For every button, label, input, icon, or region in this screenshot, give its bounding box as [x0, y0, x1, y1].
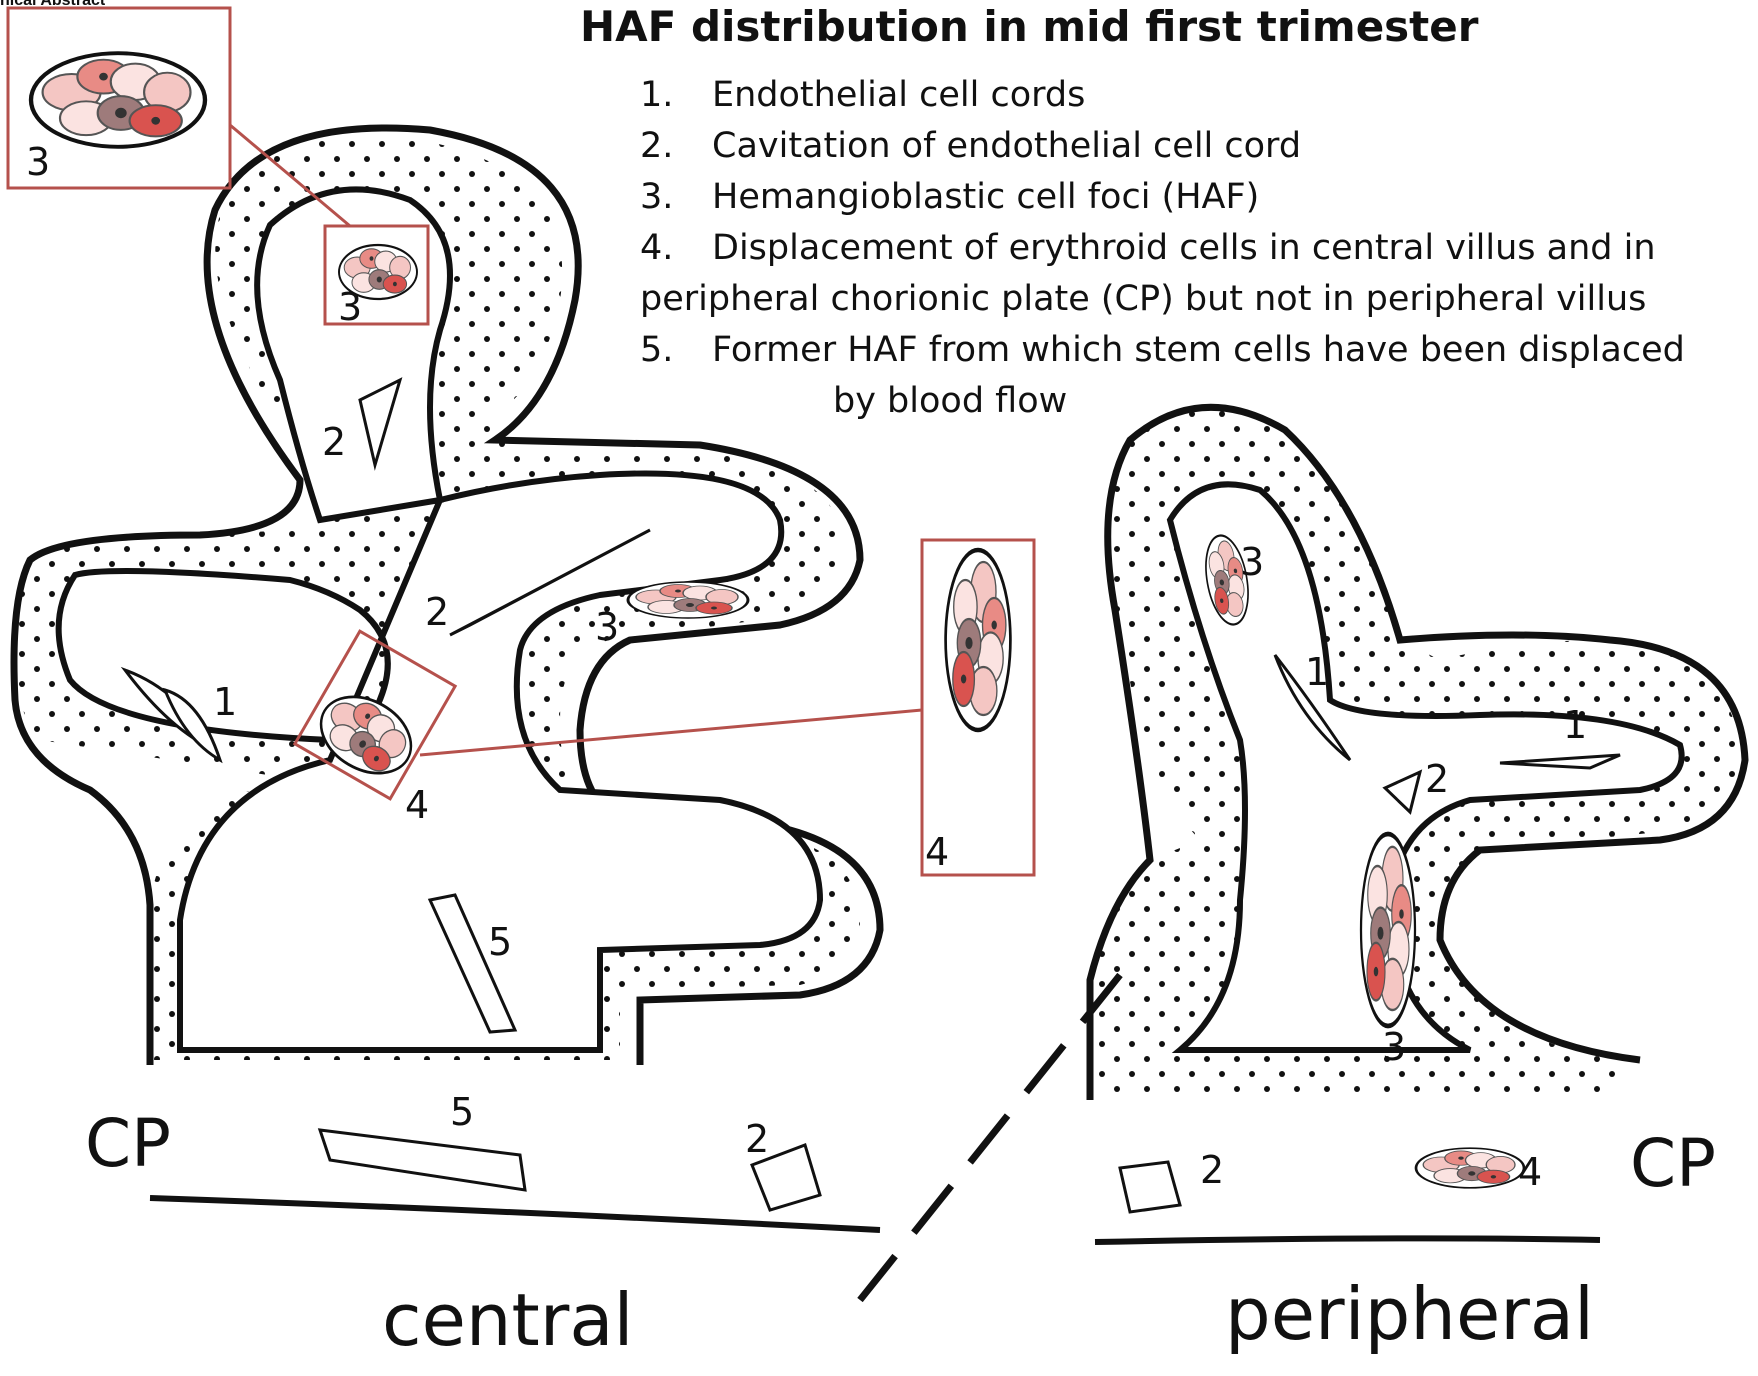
haf-cluster-peripheral-cp [1416, 1148, 1524, 1188]
label-central-former-stem: 5 [488, 920, 512, 964]
label-peripheral-cord-left: 1 [1305, 650, 1329, 694]
legend: 1.Endothelial cell cords 2.Cavitation of… [640, 70, 1685, 427]
legend-item-1: 1.Endothelial cell cords [640, 70, 1685, 121]
cutoff-header-text: hical Abstract [0, 0, 105, 10]
label-peripheral-haf-stem: 3 [1382, 1025, 1406, 1069]
diagram-title: HAF distribution in mid first trimester [580, 2, 1478, 51]
legend-item-4: 4.Displacement of erythroid cells in cen… [640, 223, 1685, 274]
legend-item-3: 3.Hemangioblastic cell foci (HAF) [640, 172, 1685, 223]
haf-cluster-inset-top [31, 53, 205, 147]
label-central-disp: 4 [405, 783, 429, 827]
label-peripheral-cav: 2 [1425, 757, 1449, 801]
cp-label-peripheral: CP [1630, 1125, 1716, 1202]
region-label-peripheral: peripheral [1225, 1272, 1594, 1356]
separator-line [860, 975, 1120, 1300]
legend-item-5: 5.Former HAF from which stem cells have … [640, 325, 1685, 376]
peripheral-villus [1090, 407, 1745, 1242]
label-central-haf-top: 3 [338, 285, 362, 329]
label-peripheral-haf-top: 3 [1240, 540, 1264, 584]
haf-cluster-peripheral-stem [1361, 834, 1415, 1026]
haf-cluster-inset-4 [946, 550, 1011, 730]
label-central-haf-right: 3 [595, 605, 619, 649]
label-central-cav-cp: 2 [745, 1117, 769, 1161]
label-peripheral-cav-cp: 2 [1200, 1148, 1224, 1192]
label-inset-3: 3 [26, 140, 50, 184]
label-central-cav-mid: 2 [425, 590, 449, 634]
haf-cluster-central-right [628, 582, 748, 618]
label-central-cav-top: 2 [322, 420, 346, 464]
legend-item-5-cont: by blood flow [833, 376, 1685, 427]
legend-item-4-cont: peripheral chorionic plate (CP) but not … [640, 274, 1685, 325]
label-peripheral-disp-cp: 4 [1518, 1150, 1542, 1194]
legend-item-2: 2.Cavitation of endothelial cell cord [640, 121, 1685, 172]
region-label-central: central [382, 1278, 633, 1362]
label-inset-4: 4 [925, 830, 949, 874]
label-peripheral-cord-right: 1 [1563, 703, 1587, 747]
label-central-former-cp: 5 [450, 1090, 474, 1134]
label-central-cord: 1 [213, 680, 237, 724]
cp-label-central: CP [85, 1105, 171, 1182]
